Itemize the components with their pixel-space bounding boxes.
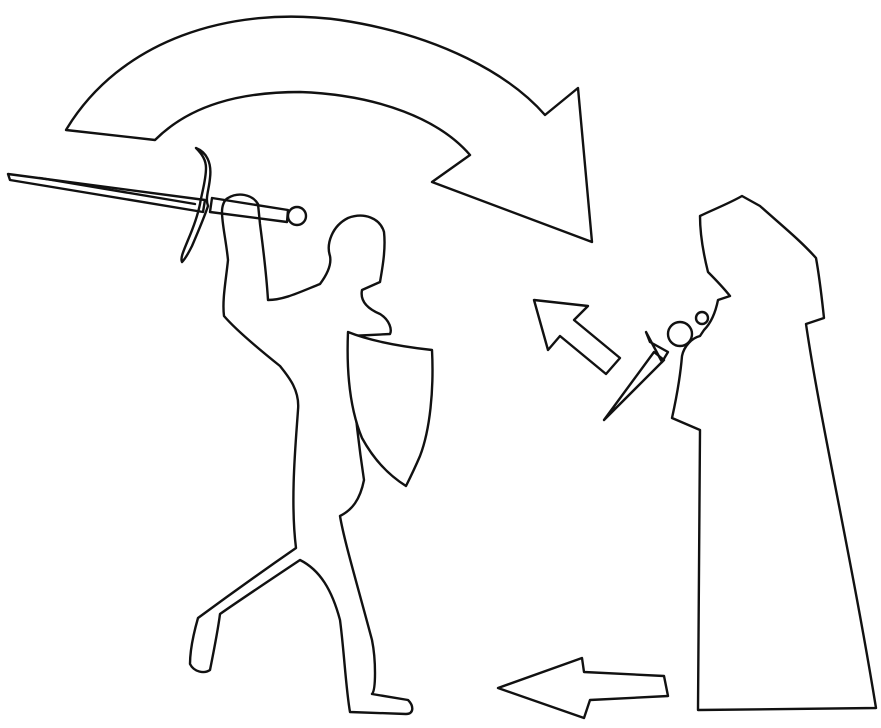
dagger-hand: [668, 322, 692, 346]
swing-arrow: [66, 17, 592, 242]
dagger-pommel: [696, 312, 708, 324]
dagger: [604, 312, 708, 420]
sword: [8, 148, 306, 262]
thrust-arrow: [534, 300, 620, 374]
sword-crossguard: [181, 148, 210, 262]
robed-figure: [672, 196, 876, 710]
dagger-blade: [604, 352, 664, 420]
sword-blade-fuller: [40, 178, 195, 204]
retreat-arrow: [498, 658, 668, 718]
sword-pommel: [288, 207, 306, 225]
sword-blade: [8, 174, 205, 212]
